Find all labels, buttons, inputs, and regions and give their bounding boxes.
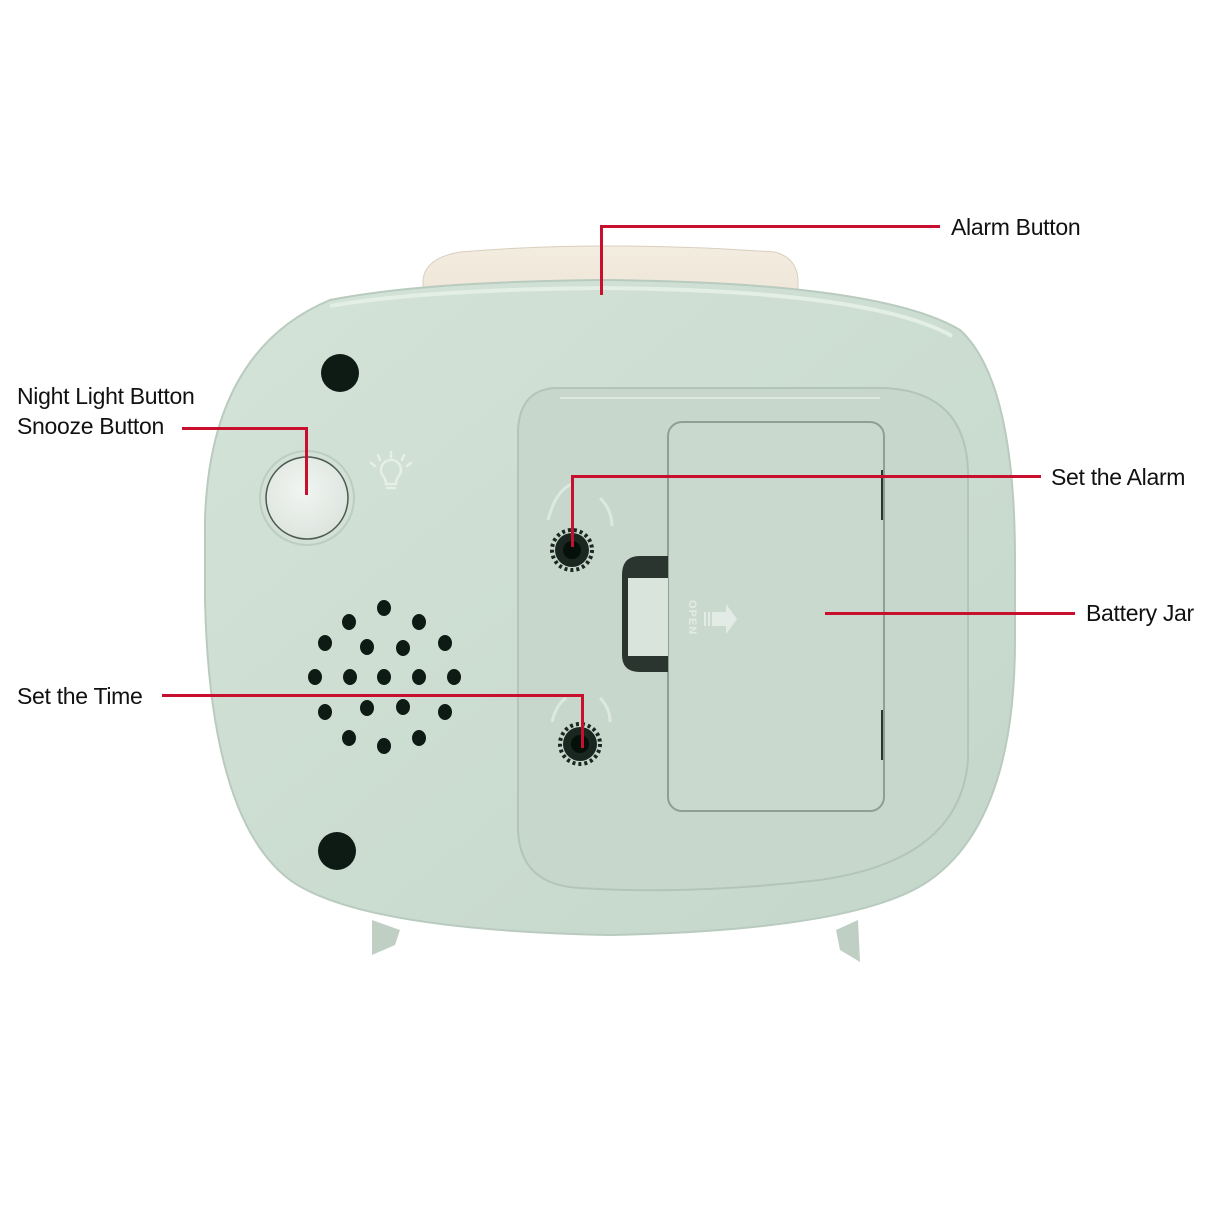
set-alarm-knob[interactable] [550,528,594,572]
knob-guide-marks [546,482,614,723]
mounting-hole-top [321,354,359,392]
callout-line-alarm-button-vertical [600,225,603,295]
callout-line-alarm-button-horizontal [600,225,940,228]
callout-line-set-alarm-vertical [571,475,574,547]
stand-feet [372,920,860,962]
callout-line-snooze-horizontal [182,427,307,430]
open-arrow-icon [704,604,737,634]
label-snooze-button: Snooze Button [17,413,164,439]
label-night-light-button: Night Light Button [17,383,195,409]
label-set-the-time: Set the Time [17,683,143,709]
battery-jar-cover[interactable] [667,421,885,812]
label-battery-jar: Battery Jar [1086,600,1194,626]
callout-line-set-time-horizontal [162,694,584,697]
set-time-knob[interactable] [558,722,602,766]
callout-line-set-alarm-horizontal [571,475,1041,478]
light-bulb-icon [369,450,413,490]
callout-line-battery-jar [825,612,1075,615]
label-set-the-alarm: Set the Alarm [1051,464,1186,490]
open-text: OPEN [686,600,698,635]
callout-line-snooze-vertical [305,427,308,495]
callout-line-set-time-vertical [581,694,584,748]
battery-latch[interactable] [622,556,668,672]
label-alarm-button: Alarm Button [951,214,1081,240]
mounting-hole-bottom [318,832,356,870]
speaker-grille [308,600,461,754]
